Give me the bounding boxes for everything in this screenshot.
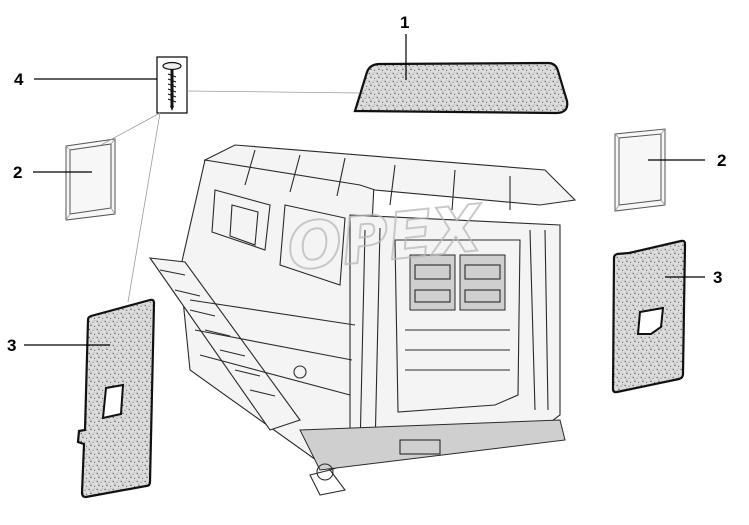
callout-1: 1: [400, 13, 409, 32]
callout-3-left: 3: [7, 336, 16, 355]
side-panel-left-cutout: [101, 383, 125, 420]
frame-part-right: [614, 128, 666, 212]
van-body-illustration: [148, 144, 577, 496]
screw-icon: [156, 56, 188, 114]
leader-lines: [24, 34, 705, 346]
callout-3-right: 3: [713, 268, 722, 287]
roof-insulation-pad: [353, 61, 569, 115]
callout-2-right: 2: [717, 151, 726, 170]
callout-4: 4: [14, 70, 24, 89]
callout-2-left: 2: [13, 163, 22, 182]
frame-part-left: [65, 138, 116, 221]
side-panel-right-cutout: [636, 306, 665, 335]
